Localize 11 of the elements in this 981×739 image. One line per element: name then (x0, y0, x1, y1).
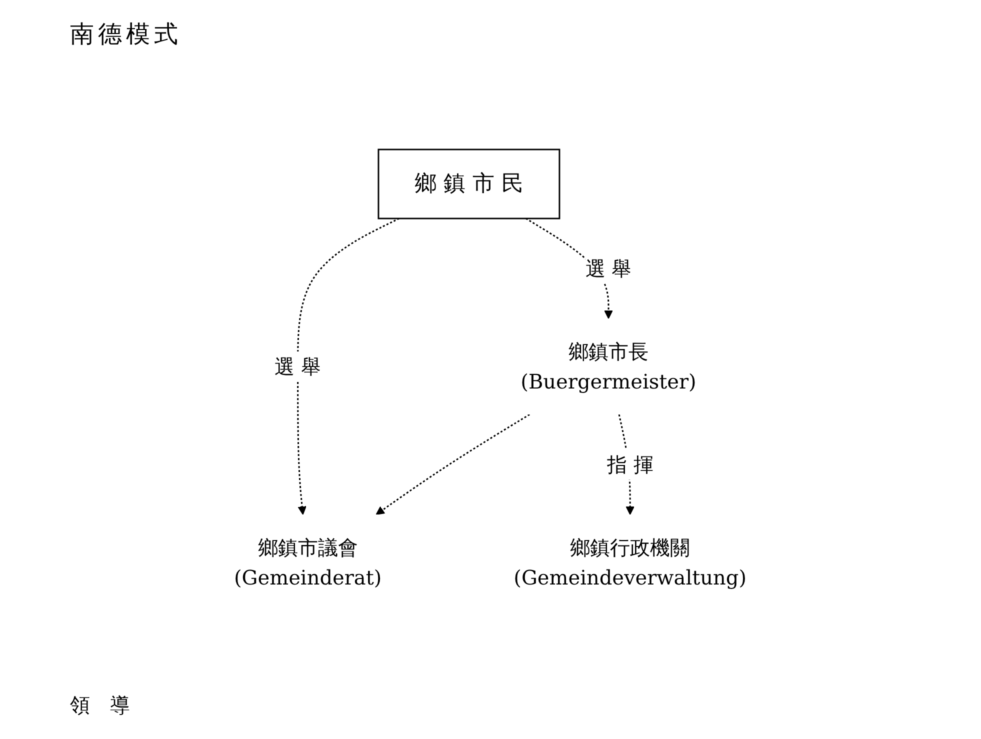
edge-label: 選 舉 (274, 354, 321, 378)
node-box: 鄉 鎮 市 民 (377, 148, 560, 220)
diagram-title: 南德模式 (70, 19, 182, 50)
note-text: 領 (70, 692, 90, 719)
node-text: 鄉鎮行政機關(Gemeindeverwaltung) (513, 536, 746, 590)
note-text: 導 (110, 692, 130, 719)
edge-label: 選 舉 (585, 256, 632, 280)
node-text: 鄉鎮市長(Buergermeister) (520, 340, 696, 394)
edge-label: 指 揮 (606, 452, 654, 476)
arrow (376, 414, 530, 515)
node-text: 鄉鎮市議會 (Gemeinderat) (234, 536, 382, 590)
